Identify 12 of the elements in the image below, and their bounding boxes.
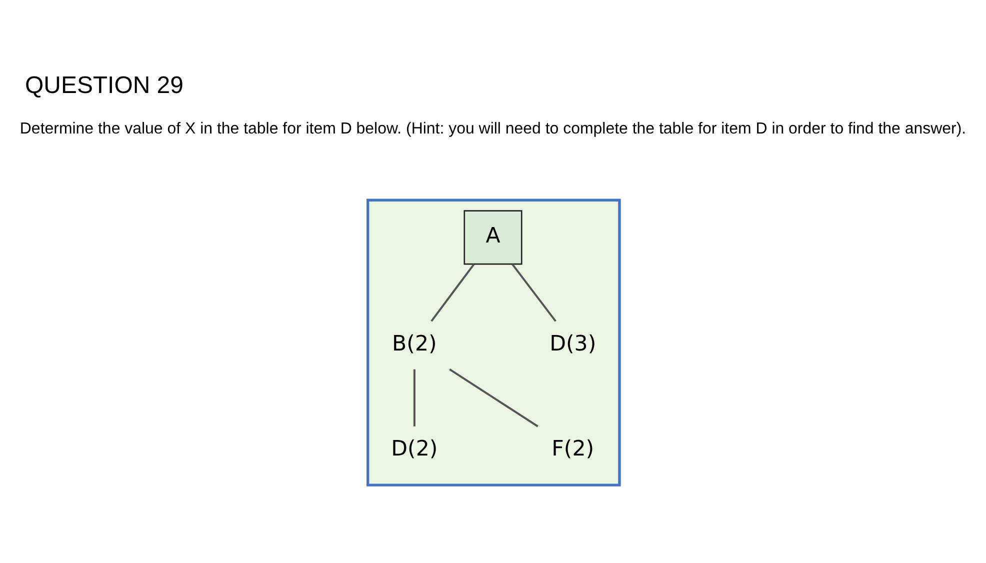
node-text: D(3) xyxy=(550,330,596,356)
node-text: D(2) xyxy=(391,436,438,461)
node-text: B(2) xyxy=(392,330,437,356)
diagram-title: QUESTION 29 xyxy=(25,71,184,98)
connector xyxy=(512,263,556,322)
connector xyxy=(449,368,538,427)
node-box: A xyxy=(464,210,522,264)
connector xyxy=(413,368,416,426)
connector xyxy=(430,263,475,322)
cluster xyxy=(366,198,621,486)
node-text: F(2) xyxy=(552,436,594,461)
label: Determine the value of X in the table for item D below. (Hint: you will need to complete the table for item D in order to find the answer). xyxy=(20,120,966,138)
